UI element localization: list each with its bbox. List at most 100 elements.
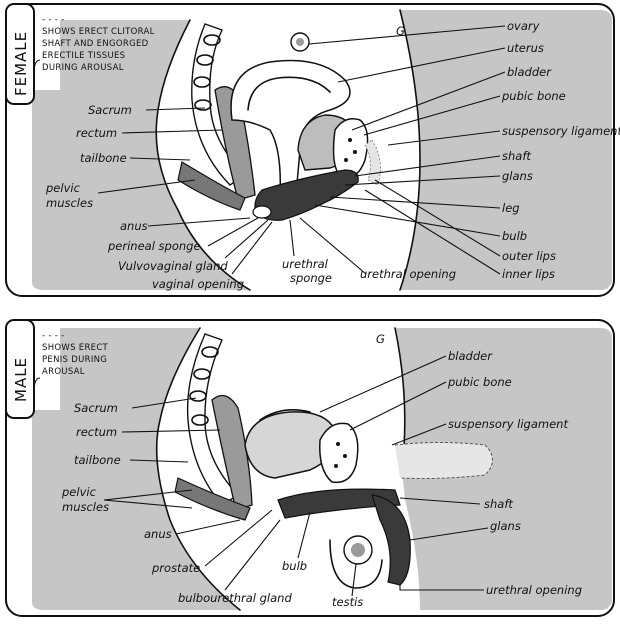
female-uterus-inner — [247, 76, 331, 111]
male-back-region — [32, 328, 240, 610]
female-vertebra — [196, 54, 214, 66]
female-ovary-inner — [296, 38, 304, 46]
female-note-line: ERECTILE TISSUES — [42, 51, 125, 61]
label-vaginal-opening: vaginal opening — [152, 277, 244, 291]
leader — [349, 381, 447, 431]
leader — [224, 219, 269, 259]
female-pubic-bone — [332, 118, 369, 179]
leader — [207, 217, 259, 247]
label-suspensory-ligament: suspensory ligament — [448, 417, 568, 431]
leader — [224, 519, 281, 591]
female-vertebra — [194, 99, 212, 111]
label-anus: anus — [144, 527, 172, 541]
leader — [289, 219, 295, 257]
label-inner-lips: inner lips — [502, 267, 555, 281]
label-uterus: uterus — [507, 41, 544, 55]
female-note-line: SHOWS ERECT CLITORAL — [42, 27, 155, 37]
label-tailbone: tailbone — [74, 453, 121, 467]
label-perineal-sponge: perineal sponge — [107, 239, 201, 253]
male-rectum — [211, 394, 253, 511]
male-note-line: SHOWS ERECT — [42, 343, 109, 353]
male-mark: G — [376, 332, 385, 346]
female-vaginal-opening — [252, 205, 272, 219]
female-vertebra — [203, 34, 221, 46]
label-rectum: rectum — [76, 425, 117, 439]
leader — [351, 71, 506, 131]
leader — [314, 204, 501, 237]
leader — [299, 217, 367, 275]
leader — [145, 107, 206, 111]
label-tailbone: tailbone — [80, 151, 127, 165]
leader — [354, 155, 501, 177]
leader — [319, 355, 447, 413]
leader — [297, 511, 311, 559]
male-glans — [371, 494, 411, 586]
male-penis-shaft — [277, 488, 401, 519]
leader — [363, 95, 501, 136]
label-testis: testis — [332, 595, 363, 609]
female-note-line: - - - - — [42, 15, 64, 25]
label-sacrum: Sacrum — [74, 401, 118, 415]
female-mark: G — [396, 24, 405, 38]
leader — [364, 189, 501, 275]
label-muscles: muscles — [62, 500, 109, 514]
female-note-line: DURING AROUSAL — [42, 63, 124, 73]
male-note-line: PENIS DURING — [42, 355, 107, 365]
leader — [131, 397, 197, 409]
label-pubic-bone: pubic bone — [501, 89, 566, 103]
leader — [409, 527, 489, 541]
leader — [329, 196, 501, 209]
label-sponge: sponge — [290, 271, 332, 285]
female-panel: - - - - SHOWS ERECT CLITORAL SHAFT AND E… — [5, 3, 620, 297]
label-vulvovaginal-gland: Vulvovaginal gland — [118, 259, 228, 273]
male-pubic-bone — [319, 422, 359, 484]
leader — [374, 179, 501, 257]
label-bladder: bladder — [448, 349, 493, 363]
label-muscles: muscles — [46, 196, 93, 210]
label-suspensory-ligament: suspensory ligament — [502, 124, 620, 138]
female-front-region — [400, 10, 612, 290]
male-pelvic-muscles — [174, 477, 251, 521]
label-glans: glans — [502, 169, 533, 183]
male-scrotum — [329, 539, 383, 589]
label-leg: leg — [502, 201, 520, 215]
label-ovary: ovary — [507, 19, 540, 33]
female-back-outline — [155, 19, 251, 291]
leader — [344, 175, 501, 186]
leader — [231, 221, 273, 275]
label-prostate: prostate — [151, 561, 200, 575]
label-bladder: bladder — [507, 65, 552, 79]
female-rectum — [214, 86, 256, 201]
female-tab-label: FEMALE — [12, 31, 30, 96]
leader — [129, 459, 189, 463]
male-tab-label: MALE — [12, 357, 30, 402]
female-back-region — [32, 20, 250, 290]
male-flaccid-outline — [394, 442, 493, 480]
label-sacrum: Sacrum — [88, 103, 132, 117]
label-bulb: bulb — [502, 229, 527, 243]
leader — [103, 489, 193, 501]
label-pelvic: pelvic — [45, 181, 81, 195]
leader — [129, 157, 191, 161]
leader — [337, 47, 506, 83]
label-glans: glans — [490, 519, 521, 533]
leader — [121, 429, 221, 433]
male-note-line: AROUSAL — [42, 367, 85, 377]
label-urethral-opening: urethral opening — [486, 583, 582, 597]
female-mons — [364, 139, 381, 186]
leader — [387, 130, 501, 146]
female-front-outline — [399, 9, 421, 291]
label-urethral: urethral — [282, 257, 329, 271]
female-tab — [5, 3, 35, 105]
label-shaft: shaft — [484, 497, 513, 511]
leader — [308, 25, 506, 45]
leader — [351, 563, 357, 597]
label-bulb: bulb — [282, 559, 307, 573]
label-rectum: rectum — [76, 126, 117, 140]
male-tab — [5, 319, 35, 419]
leader — [103, 499, 193, 509]
leader — [147, 217, 251, 227]
leader — [399, 585, 484, 591]
